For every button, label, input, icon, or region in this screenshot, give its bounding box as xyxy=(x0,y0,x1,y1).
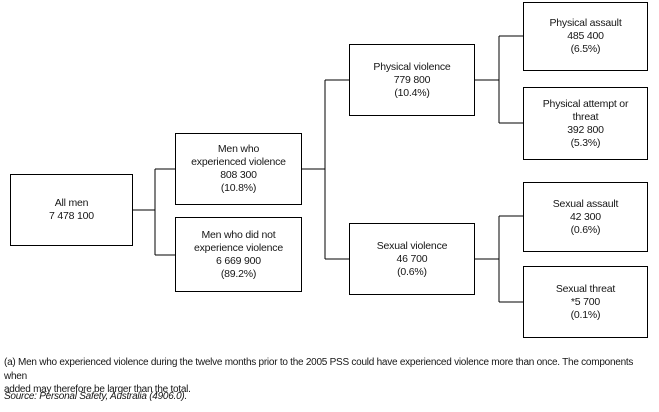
node-physical-violence: Physical violence 779 800 (10.4%) xyxy=(349,44,475,116)
node-label: Sexual threat xyxy=(555,282,616,295)
node-label: Men who xyxy=(217,143,260,155)
node-label: Sexual assault xyxy=(552,197,619,210)
node-label: Physical assault xyxy=(549,17,622,29)
node-value: 6 669 900 xyxy=(216,254,261,267)
connector-experienced-branch xyxy=(302,79,349,260)
node-all-men: All men 7 478 100 xyxy=(10,174,133,246)
node-experienced-violence: Men who experienced violence 808 300 (10… xyxy=(175,133,302,205)
node-value: *5 700 xyxy=(570,295,601,308)
node-not-experienced-violence: Men who did not experience violence 6 66… xyxy=(175,217,302,292)
node-percent: (0.6%) xyxy=(397,265,427,278)
node-sexual-violence: Sexual violence 46 700 (0.6%) xyxy=(349,223,475,295)
node-value: 392 800 xyxy=(567,123,604,136)
node-percent: (10.8%) xyxy=(220,182,257,194)
node-label-line2: experience violence xyxy=(193,241,283,254)
node-label: Men who did not xyxy=(201,228,276,241)
connector-physical-branch xyxy=(475,35,523,124)
node-percent: (0.1%) xyxy=(570,308,601,321)
footnote-line-2: added may therefore be larger than the t… xyxy=(4,384,191,395)
node-percent: (10.4%) xyxy=(394,86,430,99)
footnote-line-1: (a) Men who experienced violence during … xyxy=(4,357,634,382)
node-physical-assault: Physical assault 485 400 (6.5%) xyxy=(523,2,648,71)
connector-sexual-branch xyxy=(475,215,523,303)
node-value: 7 478 100 xyxy=(49,210,94,222)
node-value: 779 800 xyxy=(393,73,431,86)
node-sexual-assault: Sexual assault 42 300 (0.6%) xyxy=(523,182,648,252)
node-value: 42 300 xyxy=(570,210,601,223)
node-value: 808 300 xyxy=(220,169,257,181)
node-percent: (0.6%) xyxy=(570,223,601,236)
node-sexual-threat: Sexual threat *5 700 (0.1%) xyxy=(523,266,648,338)
node-percent: (6.5%) xyxy=(570,43,601,55)
node-percent: (89.2%) xyxy=(220,267,257,280)
node-value: 46 700 xyxy=(396,252,428,265)
node-label: Physical violence xyxy=(373,60,451,73)
node-value: 485 400 xyxy=(567,30,604,42)
source-citation: Source: Personal Safety, Australia (4906… xyxy=(4,391,187,402)
node-label-line2: experienced violence xyxy=(191,156,286,168)
connector-allmen-branch xyxy=(133,168,175,256)
node-label: Sexual violence xyxy=(376,239,448,252)
node-physical-attempt-threat: Physical attempt or threat 392 800 (5.3%… xyxy=(523,87,648,160)
node-label: All men xyxy=(54,197,89,209)
node-percent: (5.3%) xyxy=(570,136,601,149)
footnote: (a) Men who experienced violence during … xyxy=(4,356,656,397)
node-label: Physical attempt or xyxy=(542,97,629,110)
node-label-line2: threat xyxy=(572,110,599,123)
